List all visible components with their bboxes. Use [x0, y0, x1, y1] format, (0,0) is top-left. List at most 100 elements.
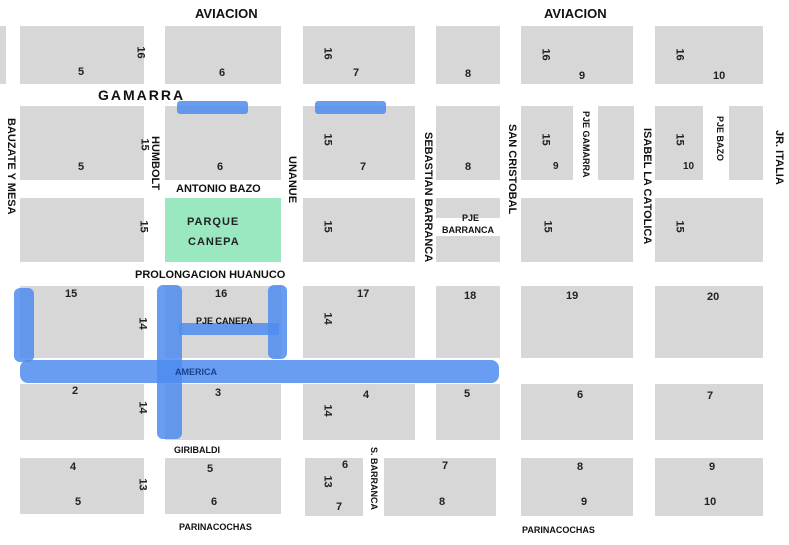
street-giribaldi: GIRIBALDI [174, 445, 220, 455]
street-parinacochas: PARINACOCHAS [522, 525, 595, 535]
block [165, 384, 281, 440]
block-number: 3 [215, 387, 222, 399]
block-number: 4 [363, 389, 370, 401]
block-number: 4 [70, 461, 77, 473]
block [384, 458, 496, 516]
block-number: 15 [138, 138, 151, 151]
block [303, 26, 415, 84]
block-number: 14 [321, 312, 334, 325]
block [521, 106, 573, 180]
block-number: 8 [577, 461, 584, 473]
block [521, 286, 633, 358]
block-number: 13 [136, 478, 149, 491]
block [655, 458, 763, 516]
block-number: 13 [321, 475, 334, 488]
america-highlight [20, 360, 499, 383]
street-jr-italia: JR. ITALIA [773, 130, 785, 185]
street-humbolt: HUMBOLT [149, 136, 161, 191]
block [165, 286, 281, 358]
block-number: 5 [464, 388, 471, 400]
street-pje-bazo: PJE BAZO [715, 116, 725, 162]
park-name-line1: PARQUE [187, 216, 240, 228]
block [20, 198, 144, 262]
street-unanue: UNANUE [286, 156, 298, 204]
block-number: 7 [707, 390, 714, 402]
street-s-barranca: S. BARRANCA [369, 447, 379, 510]
block-number: 6 [211, 496, 218, 508]
block [303, 286, 415, 358]
park-name-line2: CANEPA [188, 236, 240, 248]
block [655, 198, 763, 262]
block-number: 10 [704, 496, 717, 508]
street-aviacion: AVIACION [195, 6, 258, 21]
block-number: 19 [566, 290, 579, 302]
block-number: 6 [217, 161, 224, 173]
block-number: 15 [539, 133, 552, 146]
block-number: 6 [342, 459, 349, 471]
block-number: 10 [683, 161, 695, 172]
street-america: AMERICA [175, 367, 217, 377]
block-number: 9 [581, 496, 588, 508]
block-number: 7 [360, 161, 367, 173]
bauzate-highlight [14, 288, 34, 362]
block-number: 16 [134, 46, 147, 59]
street-parinacochas: PARINACOCHAS [179, 522, 252, 532]
unanue-highlight [268, 285, 287, 359]
block [598, 106, 634, 180]
block-number: 5 [78, 66, 85, 78]
street-san-cristobal: SAN CRISTOBAL [506, 124, 518, 215]
block [436, 286, 500, 358]
block [165, 458, 281, 514]
block [655, 384, 763, 440]
block [521, 26, 633, 84]
block [521, 384, 633, 440]
block-number: 6 [219, 67, 226, 79]
block [303, 384, 415, 440]
block-number: 16 [321, 47, 334, 60]
block [436, 26, 500, 84]
street-pje-barranca: BARRANCA [442, 225, 494, 235]
block-number: 14 [136, 401, 149, 414]
block-number: 5 [207, 463, 214, 475]
block-number: 10 [713, 70, 726, 82]
block [20, 458, 144, 514]
block-number: 8 [439, 496, 446, 508]
street-bauzate-y-mesa: BAUZATE Y MESA [5, 118, 17, 215]
block-number: 7 [353, 67, 360, 79]
block-number: 9 [709, 461, 716, 473]
block [436, 198, 500, 218]
block-number: 5 [78, 161, 85, 173]
block-number: 8 [465, 68, 472, 80]
block-number: 15 [137, 220, 150, 233]
block [655, 106, 703, 180]
block-number: 17 [357, 288, 370, 300]
block [20, 384, 144, 440]
block [20, 286, 144, 358]
block-number: 15 [321, 133, 334, 146]
block [165, 106, 281, 180]
block [436, 236, 500, 262]
block-number: 15 [673, 133, 686, 146]
street-sebastian-barranca: SEBASTIAN BARRANCA [422, 132, 434, 263]
street-aviacion: AVIACION [544, 6, 607, 21]
block [0, 26, 6, 84]
street-isabel-la-catolica: ISABEL LA CATOLICA [641, 128, 653, 245]
block-number: 6 [577, 389, 584, 401]
block [655, 286, 763, 358]
block [303, 106, 415, 180]
block-number: 16 [215, 288, 228, 300]
block-number: 15 [541, 220, 554, 233]
block [305, 458, 363, 516]
block-number: 9 [579, 70, 586, 82]
block-number: 8 [465, 161, 472, 173]
street-pje-barranca: PJE [462, 213, 480, 223]
block-number: 15 [673, 220, 686, 233]
block-number: 14 [136, 317, 149, 330]
block-number: 7 [442, 460, 449, 472]
block [303, 198, 415, 262]
block [20, 106, 144, 180]
parque-canepa [165, 198, 281, 262]
gamarra-highlight-left [177, 101, 248, 114]
block [436, 384, 500, 440]
